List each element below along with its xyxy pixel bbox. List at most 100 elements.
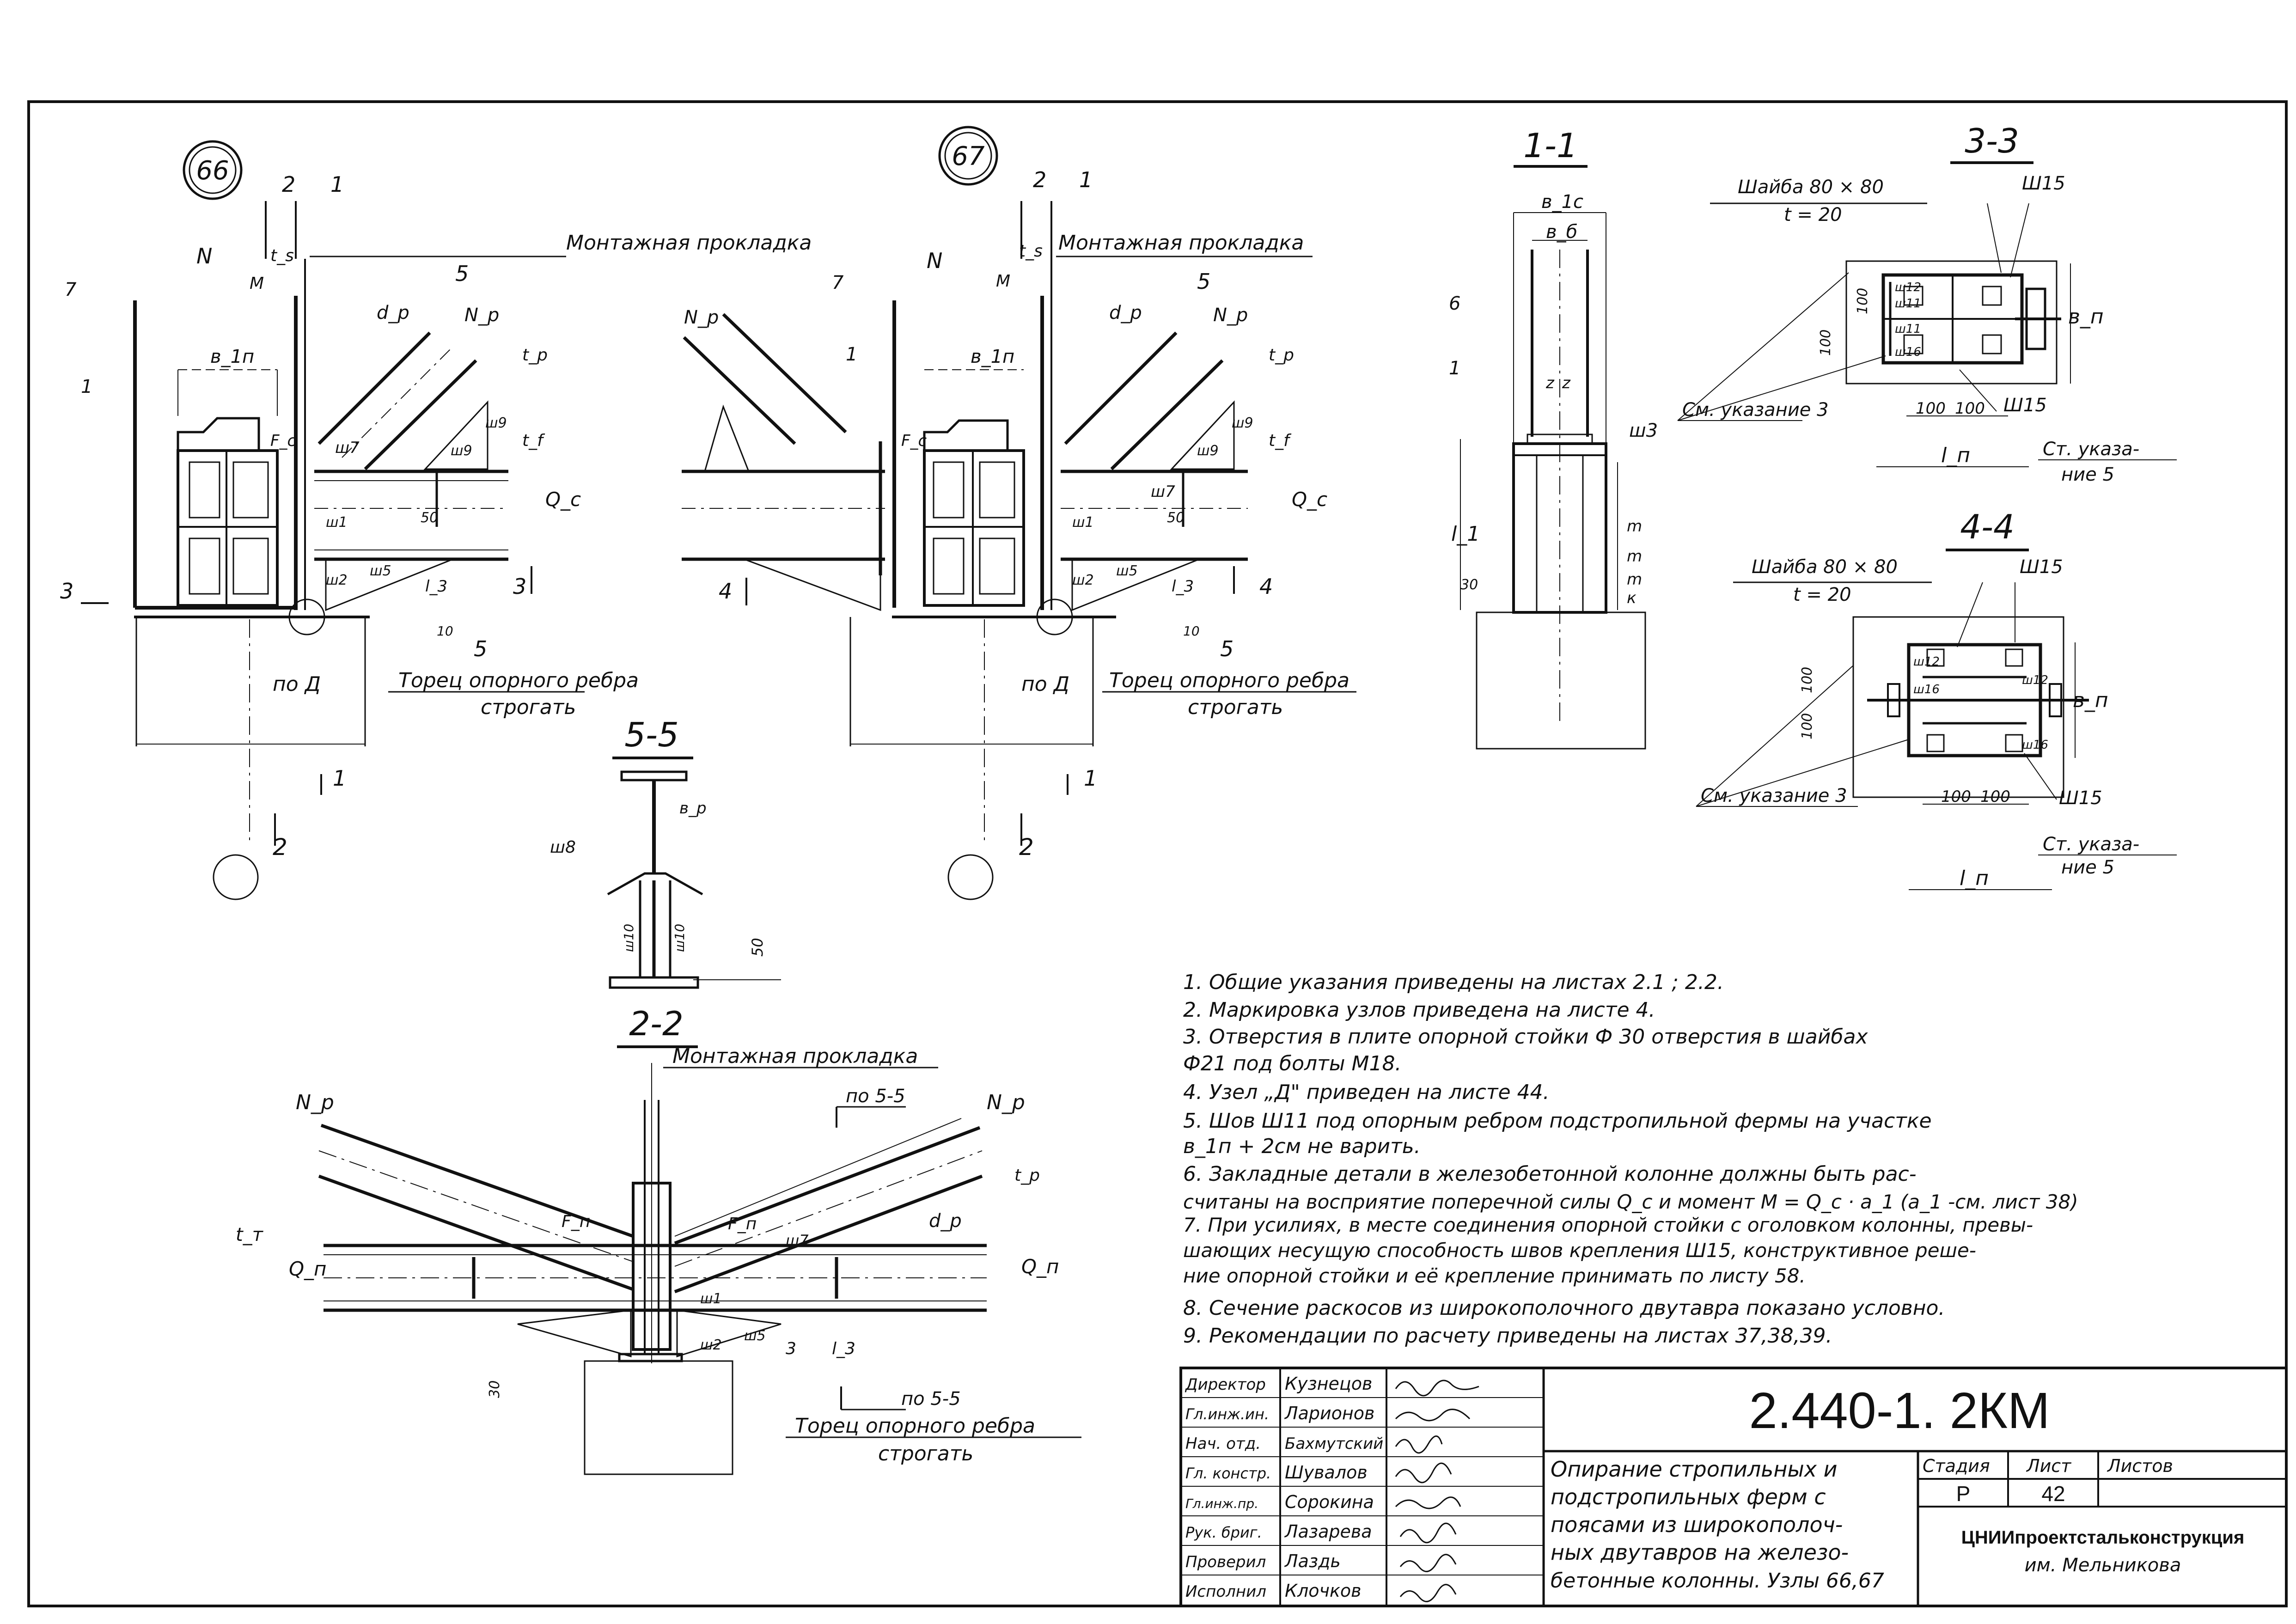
svg-text:Ш15: Ш15 [2059,788,2102,809]
section-1-1-title: 1-1 [1523,126,1578,165]
svg-text:ш7: ш7 [1151,482,1175,501]
svg-text:поясами из широкополоч-: поясами из широкополоч- [1551,1512,1843,1537]
svg-text:ш9: ш9 [451,443,472,459]
svg-text:100: 100 [1980,788,2010,806]
svg-text:l_п: l_п [1960,867,1989,890]
svg-text:F_c: F_c [901,432,927,450]
svg-text:Директор: Директор [1185,1375,1266,1394]
svg-text:d_p: d_p [377,302,409,324]
svg-text:Гл.инж.ин.: Гл.инж.ин. [1185,1405,1269,1423]
node-67-number: 67 [952,141,985,171]
section-2-2-strogat: строгать [878,1442,973,1465]
svg-text:ш11: ш11 [1895,297,1921,311]
svg-text:t_т: t_т [236,1224,264,1245]
svg-text:бетонные колонны. Узлы 66,67: бетонные колонны. Узлы 66,67 [1551,1569,1884,1593]
svg-text:50: 50 [421,510,438,526]
svg-text:ш16: ш16 [2022,738,2048,752]
svg-text:N: N [196,244,212,269]
svg-text:ш7: ш7 [335,439,360,457]
svg-text:ш2: ш2 [1072,572,1094,588]
svg-text:Ст. указа-: Ст. указа- [2043,834,2139,855]
svg-text:в_1с: в_1с [1541,191,1583,213]
node-67-tors: Торец опорного ребра [1109,669,1350,692]
section-2-2-title: 2-2 [629,1004,684,1043]
svg-text:1: 1 [333,766,346,791]
svg-text:t_p: t_p [522,346,548,365]
svg-text:6: 6 [1449,293,1460,314]
svg-text:t = 20: t = 20 [1784,204,1842,226]
svg-text:Рук. бриг.: Рук. бриг. [1185,1524,1262,1541]
section-4-4-title: 4-4 [1960,507,2015,546]
svg-text:3. Отверстия в плите опор: 3. Отверстия в плите опорной стойки Ф 30… [1183,1025,1868,1049]
svg-text:Q_п: Q_п [289,1258,327,1280]
svg-text:по 5-5: по 5-5 [846,1086,905,1107]
svg-text:z: z [1562,374,1571,392]
svg-text:Лазарева: Лазарева [1284,1521,1372,1542]
svg-text:l_п: l_п [1941,444,1970,467]
svg-text:ш9: ш9 [1232,415,1253,431]
svg-text:ние 5: ние 5 [2061,464,2114,485]
general-notes: 1. Общие указания приведены на листах 2.… [1183,971,2078,1348]
svg-text:Q_c: Q_c [1292,488,1327,511]
svg-text:5: 5 [1197,269,1210,294]
section-2-2: 2-2 Монтажная прокладка по 5-5 Торец о [236,1004,1081,1475]
node-66-montazh: Монтажная прокладка [566,231,812,255]
svg-text:ш9: ш9 [485,415,507,431]
svg-text:ние 5: ние 5 [2061,857,2114,878]
sheet-frame [27,100,2288,1607]
svg-text:10: 10 [1183,623,1200,639]
svg-text:ных двутавров на железо-: ных двутавров на железо- [1551,1540,1849,1565]
svg-text:3: 3 [513,574,526,599]
node-67: 67 [682,126,1356,900]
svg-text:m: m [1627,570,1642,589]
svg-text:7: 7 [65,279,77,300]
svg-text:100: 100 [1916,399,1946,418]
svg-text:l_1: l_1 [1451,522,1480,546]
svg-text:ш2: ш2 [700,1337,722,1353]
section-2-2-tors: Торец опорного ребра [795,1414,1035,1438]
svg-text:t_s: t_s [270,246,294,265]
svg-text:Проверил: Проверил [1185,1553,1266,1571]
svg-text:ЦНИИпроектстальконструкция: ЦНИИпроектстальконструкция [1961,1527,2245,1548]
svg-text:Шувалов: Шувалов [1285,1462,1368,1483]
svg-text:ш10: ш10 [621,924,636,952]
svg-text:подстропильных ферм с: подстропильных ферм с [1551,1484,1826,1509]
svg-text:m: m [1627,517,1642,536]
svg-text:2: 2 [1019,834,1034,861]
svg-text:См. указание 3: См. указание 3 [1701,785,1847,806]
svg-text:42: 42 [2041,1482,2065,1506]
section-4-4: 4-4 Шайба 80 × 80 t = 20 Ш15 См. указани… [1696,507,2177,890]
svg-text:считаны на восприятие попе: считаны на восприятие поперечной силы Q_… [1183,1191,2078,1213]
svg-text:Ш15: Ш15 [2022,173,2065,194]
svg-text:l_3: l_3 [425,577,447,596]
node-67-po-d: по Д [1021,672,1069,696]
svg-text:Шайба 80 × 80: Шайба 80 × 80 [1738,177,1884,198]
svg-text:100: 100 [1799,713,1815,739]
node-66-tors: Торец опорного ребра [398,669,639,692]
svg-text:t_p: t_p [1269,346,1294,365]
section-3-3: 3-3 Шайба 80 × 80 t = 20 Ш15 См. указани… [1677,122,2177,485]
svg-text:N_p: N_p [464,305,499,326]
svg-text:2: 2 [282,172,295,197]
drawing-code: 2.440-1. 2КМ [1749,1382,2050,1439]
section-5-5-title: 5-5 [624,715,679,754]
svg-text:ш12: ш12 [2022,673,2048,687]
svg-text:Ларионов: Ларионов [1284,1403,1374,1423]
svg-text:шающих несущую способность ш: шающих несущую способность швов креплени… [1183,1239,1976,1262]
svg-text:100: 100 [1799,667,1815,693]
svg-text:4. Узел „Д" приведен на ли: 4. Узел „Д" приведен на листе 44. [1183,1081,1550,1104]
svg-text:N_p: N_p [1213,305,1248,326]
node-66: 66 [60,140,812,900]
svg-text:50: 50 [1167,510,1185,526]
svg-text:Р: Р [1956,1482,1971,1506]
svg-text:d_p: d_p [1109,302,1142,324]
svg-text:Сорокина: Сорокина [1285,1492,1374,1512]
svg-text:ш11: ш11 [1895,322,1921,336]
svg-text:t = 20: t = 20 [1793,584,1851,605]
svg-text:ш5: ш5 [1116,563,1138,579]
svg-text:в_1п + 2см не варить.: в_1п + 2см не варить. [1183,1135,1421,1158]
svg-text:1: 1 [1084,766,1097,791]
svg-text:100: 100 [1955,399,1985,418]
svg-text:Гл. констр.: Гл. констр. [1185,1465,1271,1482]
svg-text:t_s: t_s [1019,242,1043,261]
